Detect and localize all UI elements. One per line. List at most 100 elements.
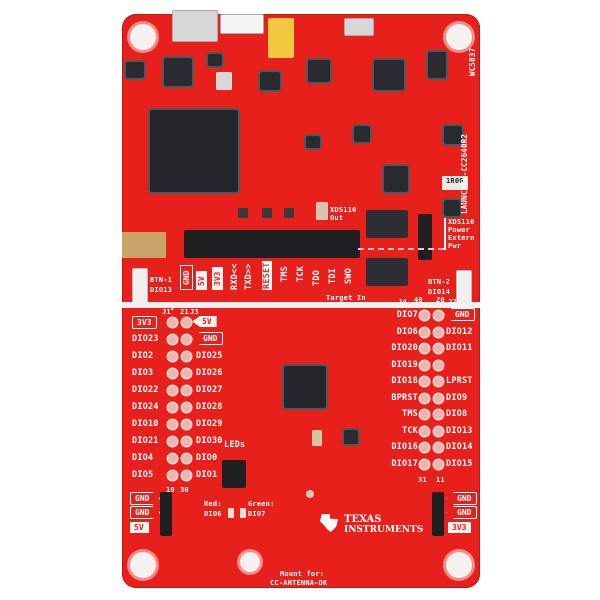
btn-1[interactable] bbox=[132, 268, 148, 306]
pin-label: DIO29 bbox=[196, 419, 223, 429]
header-pin[interactable] bbox=[182, 471, 191, 480]
header-pin[interactable] bbox=[168, 386, 177, 395]
tantalum-capacitor bbox=[268, 18, 294, 58]
pin-label: DIO25 bbox=[196, 351, 223, 361]
header-pin[interactable] bbox=[420, 443, 429, 452]
pin-label: DIO30 bbox=[196, 436, 223, 446]
header-row: DIO2 DIO25 bbox=[132, 349, 242, 366]
xds-power-line: Pwr bbox=[448, 242, 462, 250]
ti-logo-icon bbox=[320, 514, 338, 532]
header-pin[interactable] bbox=[168, 369, 177, 378]
pin-label: DIO23 bbox=[132, 334, 159, 344]
header-pin[interactable] bbox=[434, 393, 443, 403]
pin-label: DIO8 bbox=[446, 409, 468, 419]
header-pin[interactable] bbox=[168, 420, 177, 429]
jumper-label-5v: 5V bbox=[196, 271, 207, 290]
power-label-gnd: GND bbox=[130, 492, 160, 505]
pin-label: DIO14 bbox=[446, 442, 473, 452]
header-pin[interactable] bbox=[434, 360, 443, 370]
pin-label: DIO13 bbox=[446, 425, 473, 436]
pin-label: DIO12 bbox=[446, 326, 473, 337]
connector-label: J2 bbox=[448, 298, 457, 306]
header-pin[interactable] bbox=[182, 318, 191, 327]
led-jumper[interactable] bbox=[222, 460, 246, 488]
header-pin[interactable] bbox=[182, 335, 191, 344]
pin-label: DIO9 bbox=[446, 392, 468, 403]
pin-label: TMS bbox=[402, 409, 418, 419]
header-pin[interactable] bbox=[434, 459, 443, 469]
header-pin[interactable] bbox=[434, 443, 443, 452]
mount-label-line1: Mount for: bbox=[280, 570, 325, 578]
header-pin[interactable] bbox=[420, 311, 429, 320]
header-pin[interactable] bbox=[182, 403, 191, 412]
crystal bbox=[312, 430, 322, 446]
header-pin[interactable] bbox=[420, 410, 429, 419]
pin-label-5v: 5V bbox=[192, 316, 217, 327]
ic-chip bbox=[308, 60, 330, 82]
header-pin[interactable] bbox=[420, 426, 429, 436]
resistor-marking: 1R00 bbox=[446, 177, 464, 185]
btn-2-pin: DIO14 bbox=[428, 288, 451, 296]
jumper-label-3v3: 3V3 bbox=[212, 266, 223, 290]
led-red-label: Red: bbox=[204, 500, 222, 508]
pin-label: DIO21 bbox=[132, 436, 159, 446]
power-label-gnd: GND bbox=[446, 492, 478, 505]
header-row: TCK DIO13 bbox=[380, 424, 480, 441]
header-pin[interactable] bbox=[420, 327, 429, 337]
header-pin[interactable] bbox=[434, 426, 443, 436]
header-pin[interactable] bbox=[420, 344, 429, 353]
header-pin[interactable] bbox=[182, 386, 191, 395]
ic-chip bbox=[260, 72, 280, 90]
connector-label: J4 bbox=[398, 298, 407, 306]
header-pin[interactable] bbox=[434, 410, 443, 419]
header-pin[interactable] bbox=[420, 393, 429, 403]
connector-label: 40 bbox=[414, 296, 423, 304]
mounting-hole bbox=[130, 24, 156, 50]
header-pin[interactable] bbox=[420, 377, 429, 386]
header-pin[interactable] bbox=[434, 327, 443, 337]
header-pin[interactable] bbox=[434, 377, 443, 386]
header-pin[interactable] bbox=[182, 454, 191, 463]
resistor bbox=[284, 208, 294, 218]
header-row: TMS DIO8 bbox=[380, 407, 480, 424]
capacitor bbox=[316, 202, 328, 220]
header-pin[interactable] bbox=[168, 403, 177, 412]
header-pin[interactable] bbox=[182, 369, 191, 378]
header-pin[interactable] bbox=[420, 360, 429, 370]
pin-label: DIO16 bbox=[391, 442, 418, 452]
xds110-power-label: XDS110 Power Extern Pwr bbox=[444, 218, 475, 250]
header-row: DIO21 DIO30 bbox=[132, 434, 242, 451]
jumper-label-rxd: RXD<< bbox=[230, 263, 240, 290]
header-pin[interactable] bbox=[182, 437, 191, 446]
header-pin[interactable] bbox=[182, 420, 191, 429]
ic-chip bbox=[444, 200, 460, 216]
header-pin[interactable] bbox=[168, 318, 177, 327]
header-pin[interactable] bbox=[168, 352, 177, 361]
gold-pad bbox=[122, 232, 166, 258]
jumper-label-swo: SWO bbox=[344, 268, 354, 284]
header-pin[interactable] bbox=[168, 454, 177, 463]
pin-label: DIO20 bbox=[391, 343, 418, 353]
xds-out-header[interactable] bbox=[366, 210, 408, 238]
pin-label: DIO11 bbox=[446, 343, 473, 353]
pin-label: DIO24 bbox=[132, 402, 159, 412]
header-pin[interactable] bbox=[168, 335, 177, 344]
header-pin[interactable] bbox=[168, 471, 177, 480]
header-pin[interactable] bbox=[182, 352, 191, 361]
ic-chip bbox=[444, 126, 462, 144]
header-row: BPRST DIO9 bbox=[380, 391, 480, 408]
pin-label: DIO4 bbox=[132, 453, 154, 463]
jumper-label-tms: TMS bbox=[280, 266, 290, 282]
btn-1-pin: DIO13 bbox=[150, 286, 173, 294]
header-row: DIO16 DIO14 bbox=[380, 440, 480, 457]
header-pin[interactable] bbox=[434, 344, 443, 353]
header-pin[interactable] bbox=[420, 459, 429, 469]
power-jumper[interactable] bbox=[418, 214, 432, 260]
target-in-header[interactable] bbox=[366, 258, 408, 286]
isolation-jumper-header[interactable] bbox=[184, 230, 360, 258]
mounting-hole bbox=[446, 552, 472, 578]
power-header-right[interactable] bbox=[432, 492, 444, 536]
header-pin[interactable] bbox=[168, 437, 177, 446]
power-header-left[interactable] bbox=[160, 492, 172, 536]
header-pin[interactable] bbox=[434, 311, 443, 320]
